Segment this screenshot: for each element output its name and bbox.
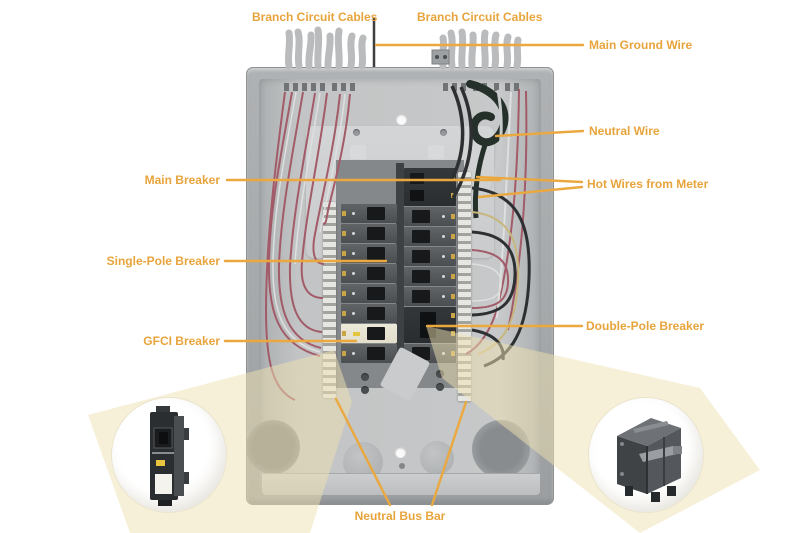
label-main-breaker: Main Breaker (144, 173, 220, 187)
terminal-screw (361, 386, 369, 394)
gfci-breaker-closeup (150, 406, 189, 506)
mounting-tab (350, 145, 366, 159)
plate-hole (396, 114, 407, 125)
double-pole-breaker-closeup (617, 418, 682, 502)
branch-circuit-cables-left (284, 26, 367, 70)
single-pole-breaker (341, 284, 397, 303)
gfci-breaker (341, 324, 397, 343)
label-single-pole-breaker: Single-Pole Breaker (106, 254, 220, 268)
terminal-screw (436, 370, 444, 378)
plate-screw (440, 129, 447, 136)
terminal-screw (436, 383, 444, 391)
neutral-bus-bar-left (323, 202, 336, 398)
gfci-breaker-inset (112, 398, 226, 512)
single-pole-breaker (404, 227, 456, 246)
knockout-large-left (246, 420, 300, 474)
label-gfci-breaker: GFCI Breaker (143, 334, 220, 348)
single-pole-breaker (341, 244, 397, 263)
mounting-tab (428, 145, 444, 159)
label-hot-wires-from-meter: Hot Wires from Meter (587, 177, 709, 191)
breaker-center-spine (396, 163, 404, 385)
right-breaker-column (404, 168, 456, 364)
single-pole-breaker (341, 204, 397, 223)
single-pole-breaker (341, 224, 397, 243)
mounting-hole-small (399, 463, 405, 469)
cable-clamp (431, 49, 450, 65)
label-main-ground-wire: Main Ground Wire (589, 38, 693, 52)
terminal-screw (361, 373, 369, 381)
single-pole-breaker-column (341, 204, 397, 364)
neutral-bus-bar-right (458, 172, 471, 402)
single-pole-breaker (404, 267, 456, 286)
double-pole-breaker-inset (589, 398, 703, 512)
single-pole-breaker (341, 304, 397, 323)
gfci-indicator (353, 332, 360, 336)
knockout-large-right (472, 420, 530, 478)
label-branch-circuit-cables-left: Branch Circuit Cables (252, 10, 378, 24)
label-neutral-bus-bar: Neutral Bus Bar (354, 509, 446, 523)
single-pole-breaker (341, 344, 397, 363)
single-pole-breaker (404, 247, 456, 266)
plate-screw (353, 129, 360, 136)
label-branch-circuit-cables-right: Branch Circuit Cables (417, 10, 543, 24)
label-neutral-wire: Neutral Wire (589, 124, 660, 138)
double-pole-breaker (404, 307, 456, 343)
main-breaker (404, 168, 456, 206)
label-double-pole-breaker: Double-Pole Breaker (586, 319, 705, 333)
single-pole-breaker (341, 264, 397, 283)
panel-bottom-lip (262, 473, 540, 495)
branch-circuit-cables-right (438, 28, 522, 70)
single-pole-breaker (404, 287, 456, 306)
knockout-small-right (420, 441, 454, 475)
mounting-hole (395, 447, 406, 458)
single-pole-breaker (404, 207, 456, 226)
